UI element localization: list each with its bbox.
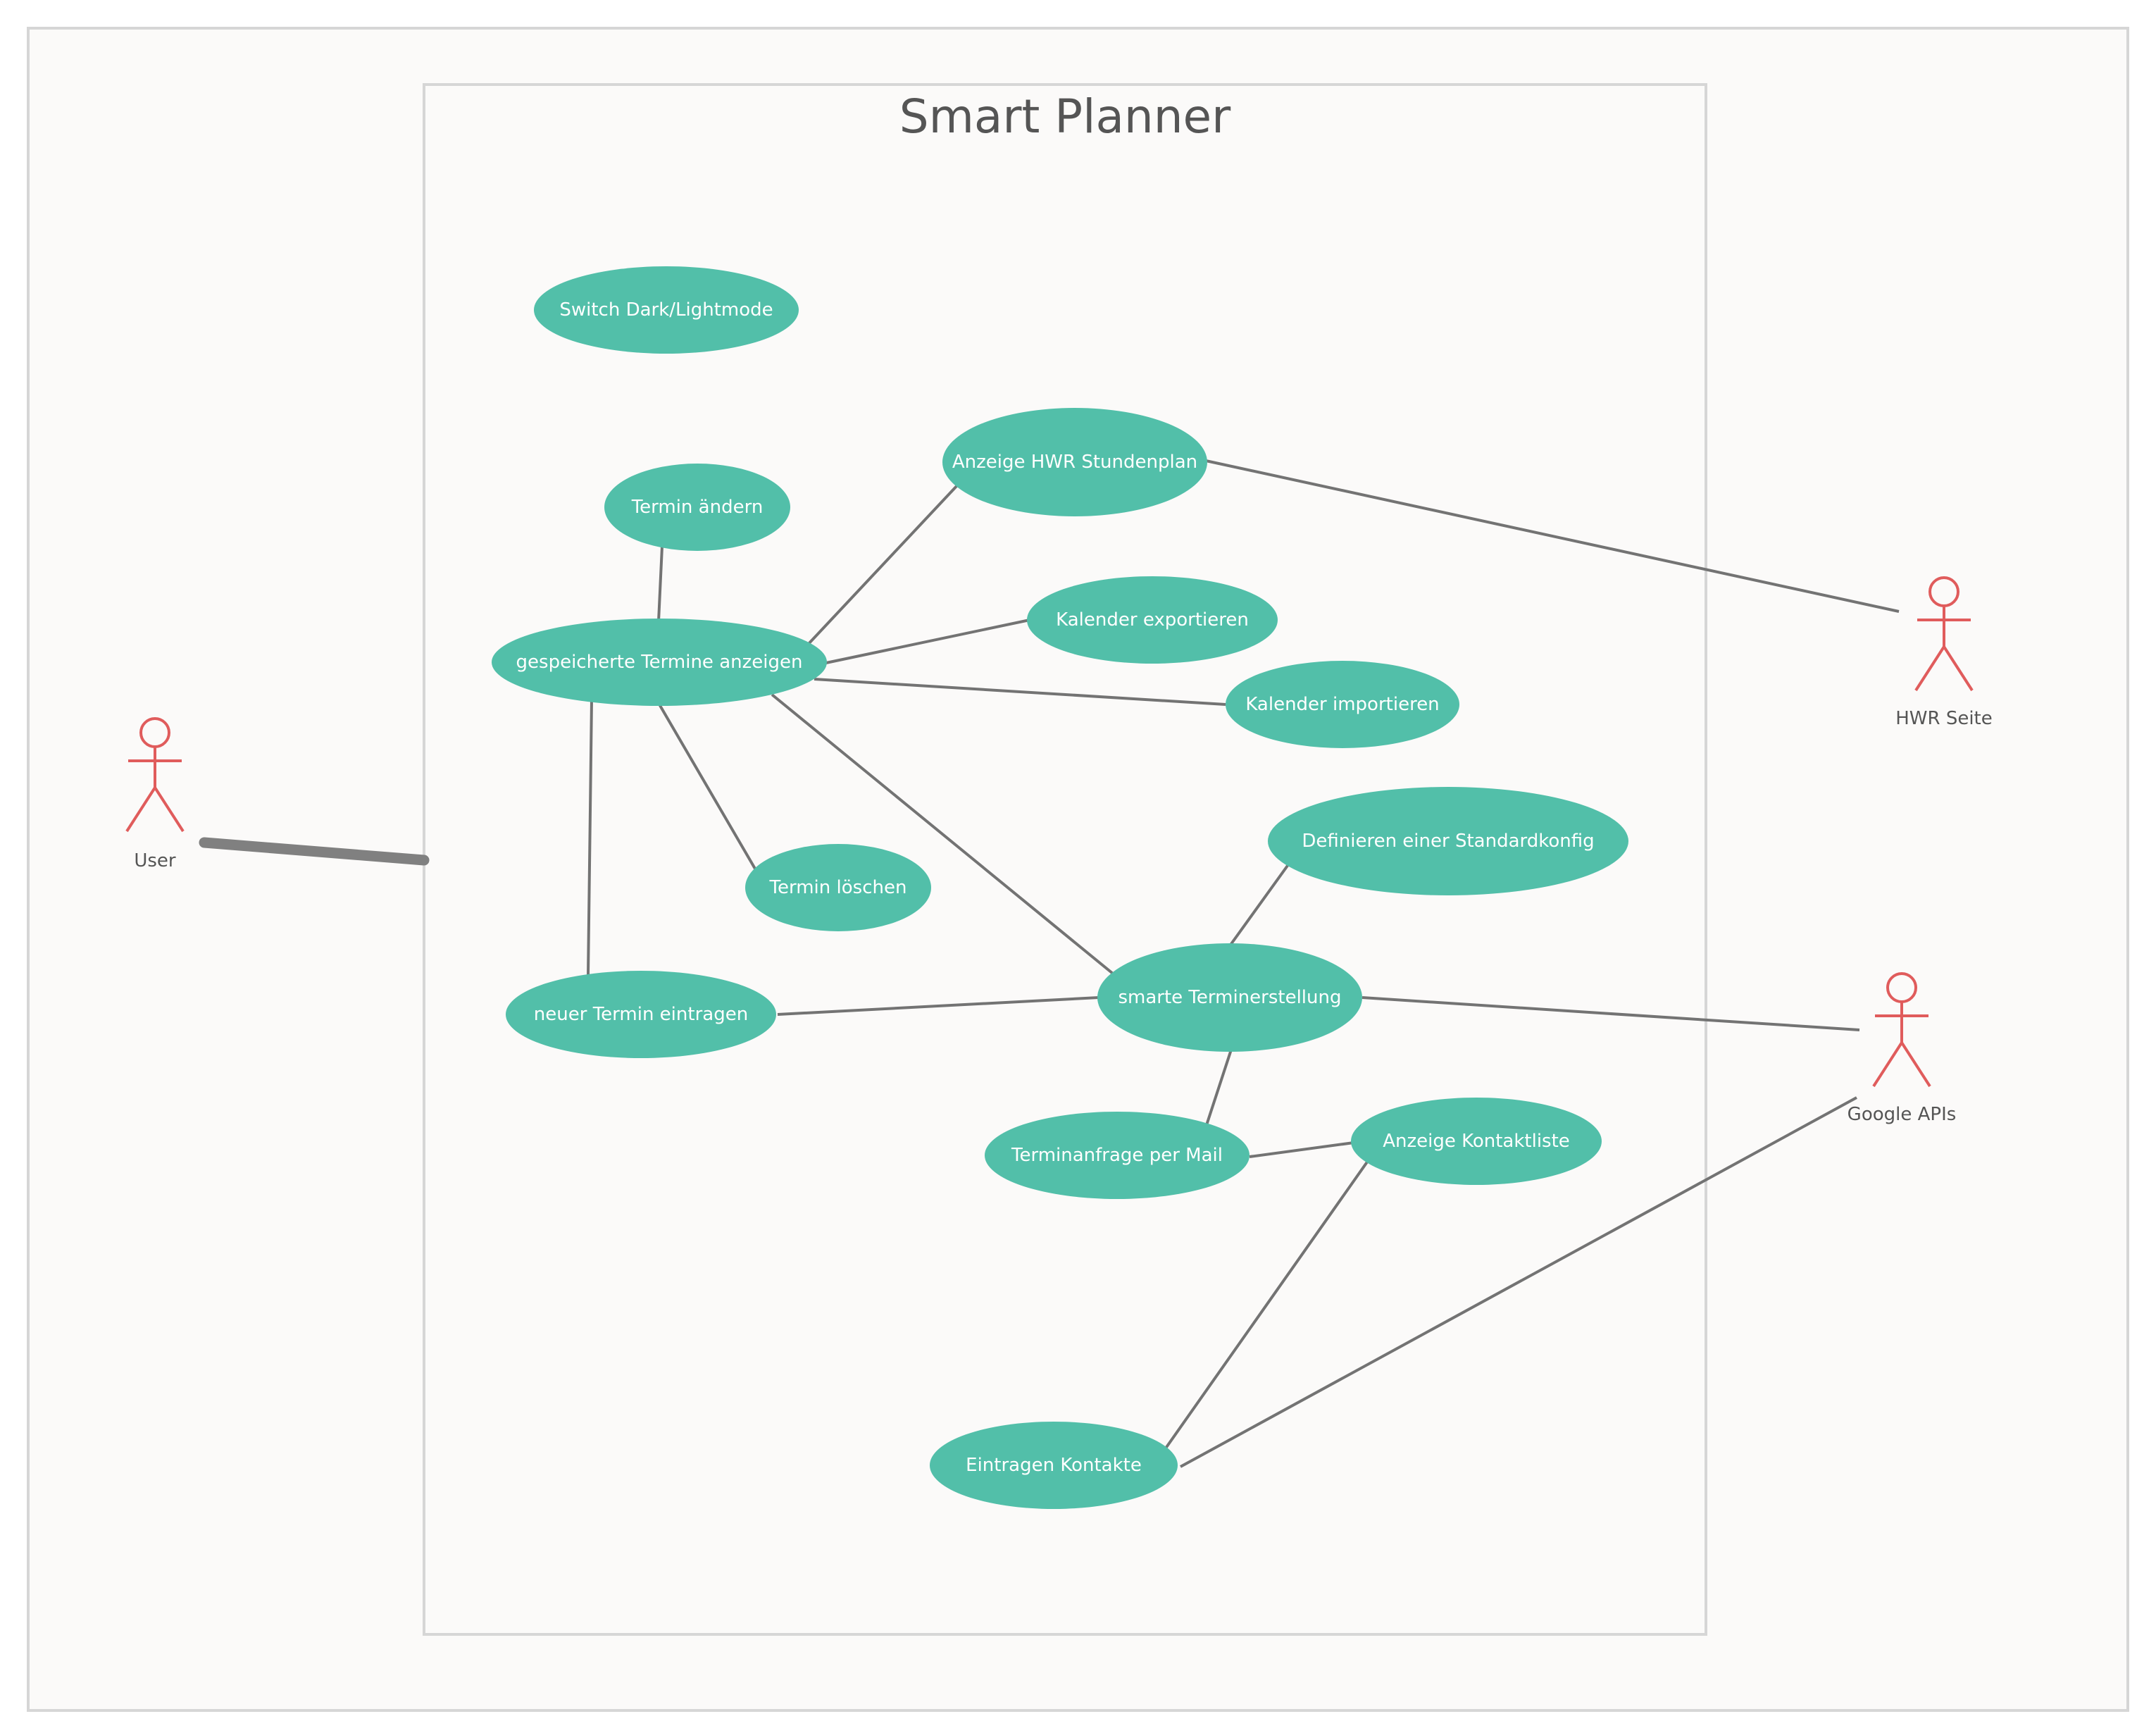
use-case-label: Eintragen Kontakte — [966, 1455, 1142, 1476]
association-gespeicherte-termin-loeschen — [657, 702, 759, 875]
use-case-ellipse — [604, 464, 790, 551]
use-case-standardkonfig[interactable]: Definieren einer Standardkonfig — [1268, 787, 1628, 895]
use-case-ellipse — [1097, 943, 1362, 1052]
use-case-gespeicherte-termine[interactable]: gespeicherte Termine anzeigen — [492, 619, 827, 706]
use-case-label: Anzeige Kontaktliste — [1383, 1131, 1570, 1152]
use-case-label: Termin löschen — [769, 877, 907, 898]
use-case-label: Anzeige HWR Stundenplan — [952, 452, 1197, 473]
use-case-label: Switch Dark/Lightmode — [559, 299, 773, 321]
actor-right-leg — [154, 786, 185, 833]
actor-right-leg — [1900, 1041, 1931, 1088]
actor-right-leg — [1943, 645, 1974, 692]
use-case-kalender-export[interactable]: Kalender exportieren — [1027, 576, 1278, 664]
actor-user[interactable] — [125, 717, 185, 833]
actor-left-leg — [1872, 1041, 1903, 1088]
use-case-termin-aendern[interactable]: Termin ändern — [604, 464, 790, 551]
use-case-ellipse — [1351, 1098, 1602, 1185]
association-user-system — [199, 837, 430, 866]
association-gespeicherte-smarte — [771, 693, 1114, 975]
actor-label-user: User — [134, 850, 176, 871]
association-gespeicherte-kalender-export — [822, 619, 1030, 665]
use-case-label: Termin ändern — [631, 497, 764, 518]
actor-hwr-seite[interactable] — [1914, 576, 1974, 692]
association-kontakte-google — [1180, 1096, 1857, 1468]
association-neuer-termin-smarte — [777, 996, 1099, 1016]
use-case-ellipse — [492, 619, 827, 706]
use-case-hwr-stundenplan[interactable]: Anzeige HWR Stundenplan — [942, 408, 1207, 516]
use-case-neuer-termin[interactable]: neuer Termin eintragen — [506, 971, 776, 1058]
use-case-ellipse — [506, 971, 776, 1058]
association-kontaktliste-kontakte — [1162, 1160, 1369, 1453]
use-case-label: Kalender exportieren — [1056, 609, 1249, 631]
use-case-kontaktliste[interactable]: Anzeige Kontaktliste — [1351, 1098, 1602, 1185]
use-case-kalender-import[interactable]: Kalender importieren — [1226, 661, 1459, 748]
use-case-ellipse — [942, 408, 1207, 516]
use-case-label: Definieren einer Standardkonfig — [1302, 831, 1594, 852]
use-case-terminanfrage[interactable]: Terminanfrage per Mail — [985, 1112, 1250, 1199]
use-case-kontakte[interactable]: Eintragen Kontakte — [930, 1422, 1178, 1509]
use-case-label: neuer Termin eintragen — [534, 1004, 748, 1025]
use-case-ellipse — [1226, 661, 1459, 748]
actor-google-apis[interactable] — [1872, 972, 1931, 1088]
use-case-ellipse — [930, 1422, 1178, 1509]
actor-left-leg — [125, 786, 156, 833]
association-hwr-stundenplan-hwr — [1205, 459, 1900, 613]
association-smarte-google — [1361, 996, 1860, 1031]
system-title: Smart Planner — [899, 89, 1231, 144]
use-case-ellipse — [534, 266, 799, 354]
use-case-ellipse — [1027, 576, 1278, 664]
association-termin-aendern-gespeicherte — [657, 546, 663, 622]
actor-label-google: Google APIs — [1847, 1104, 1957, 1125]
association-terminanfrage-kontaktliste — [1249, 1141, 1354, 1158]
use-case-switch-mode[interactable]: Switch Dark/Lightmode — [534, 266, 799, 354]
actor-left-leg — [1914, 645, 1945, 692]
association-gespeicherte-neuer-termin — [587, 700, 593, 976]
use-case-ellipse — [1268, 787, 1628, 895]
association-gespeicherte-hwr-stundenplan — [806, 483, 959, 647]
use-case-label: Kalender importieren — [1245, 694, 1439, 715]
use-case-label: gespeicherte Termine anzeigen — [516, 652, 803, 673]
use-case-label: Terminanfrage per Mail — [1011, 1145, 1223, 1166]
use-case-ellipse — [985, 1112, 1250, 1199]
use-case-label: smarte Terminerstellung — [1118, 987, 1341, 1008]
association-smarte-terminanfrage — [1204, 1049, 1233, 1128]
association-gespeicherte-kalender-import — [814, 678, 1226, 706]
use-case-termin-loeschen[interactable]: Termin löschen — [745, 844, 931, 931]
use-case-ellipse — [745, 844, 931, 931]
actor-label-hwr: HWR Seite — [1895, 708, 1993, 729]
association-smarte-standardkonfig — [1228, 862, 1290, 948]
association-lines — [199, 459, 1900, 1468]
use-case-smarte-terminerstellung[interactable]: smarte Terminerstellung — [1097, 943, 1362, 1052]
